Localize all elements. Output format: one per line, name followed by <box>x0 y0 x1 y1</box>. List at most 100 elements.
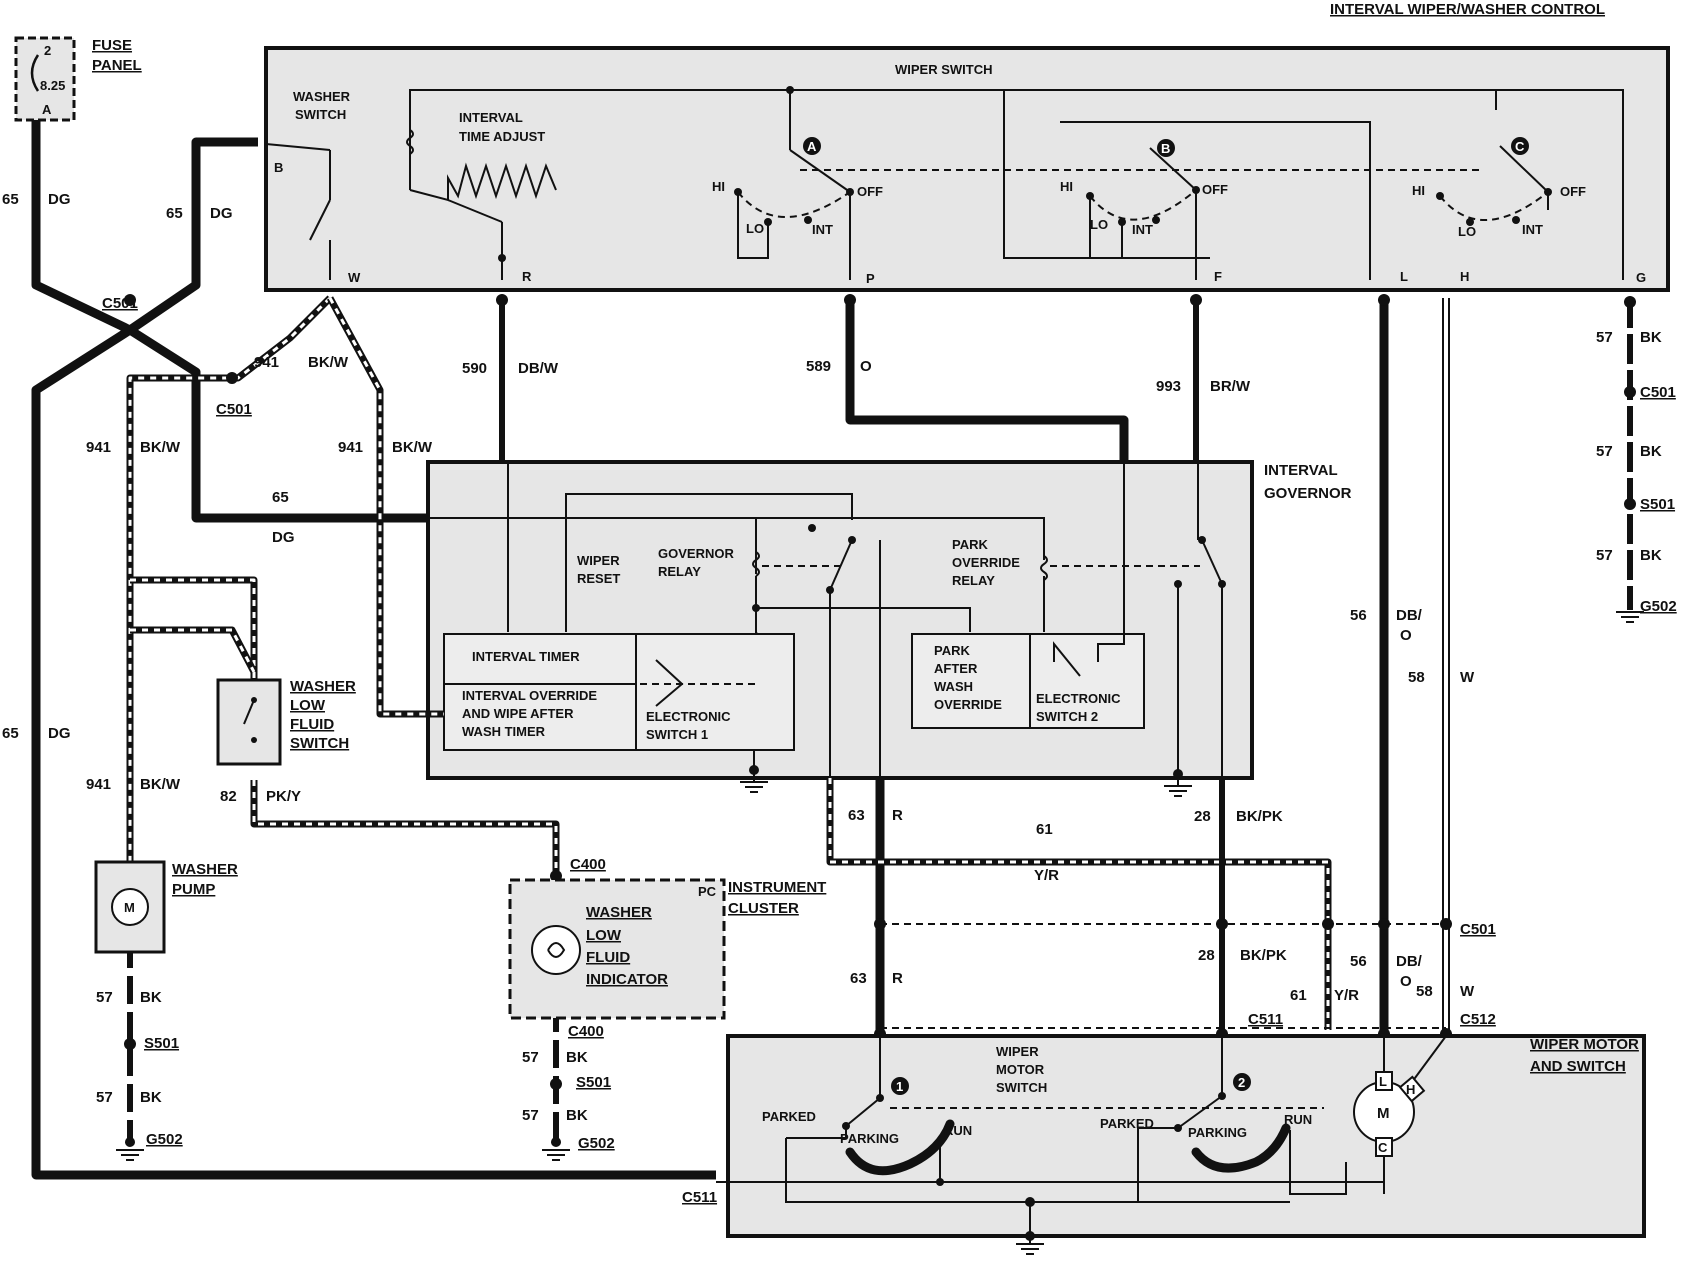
c65-num-3: 65 <box>272 489 289 506</box>
wiper-switch-label: WIPER SWITCH <box>895 62 993 77</box>
s501-label-cluster: S501 <box>576 1074 611 1091</box>
switch-b-off: OFF <box>1202 182 1228 197</box>
c28-num-1: 28 <box>1194 808 1211 825</box>
c56-color-2a: DB/ <box>1396 953 1423 970</box>
indicator-lamp-icon <box>531 925 581 975</box>
wiper-motor-switch-1: WIPER <box>996 1044 1039 1059</box>
wire-589-o <box>845 298 1129 462</box>
c589-num: 589 <box>806 358 831 375</box>
motor-run-2: RUN <box>1284 1112 1312 1127</box>
contact-a-label: A <box>807 139 817 154</box>
fuse-pin-top: 2 <box>44 43 51 58</box>
park-after-wash-4: OVERRIDE <box>934 697 1002 712</box>
c941-num-4: 941 <box>86 776 111 793</box>
ground-icon <box>1016 1231 1044 1255</box>
c61-num-2: 61 <box>1290 987 1307 1004</box>
interval-governor-label-2: GOVERNOR <box>1264 485 1352 502</box>
c501-label-mid: C501 <box>1460 921 1496 938</box>
c941-color-3: BK/W <box>392 439 433 456</box>
c65-color-4: DG <box>48 725 71 742</box>
ground-icon <box>1164 769 1192 797</box>
switch-a-int: INT <box>812 222 833 237</box>
c28-color-1: BK/PK <box>1236 808 1283 825</box>
instrument-cluster-label-2: CLUSTER <box>728 900 799 917</box>
electronic-switch-1-a: ELECTRONIC <box>646 709 731 724</box>
ground-icon <box>542 1137 570 1161</box>
c57-num-r2: 57 <box>1596 443 1613 460</box>
c61-color-1: Y/R <box>1034 867 1059 884</box>
c57-num-r3: 57 <box>1596 547 1613 564</box>
c28-color-2: BK/PK <box>1240 947 1287 964</box>
wiper-motor-label-1: WIPER MOTOR <box>1530 1036 1639 1053</box>
c941-num-1: 941 <box>254 354 279 371</box>
c61-color-2: Y/R <box>1334 987 1359 1004</box>
contact-b-label: B <box>1161 141 1170 156</box>
governor-internal-wiring <box>428 462 1226 800</box>
c82-num: 82 <box>220 788 237 805</box>
motor-contact-1: 1 <box>896 1079 903 1094</box>
contact-c-label: C <box>1515 139 1525 154</box>
c63-num-2: 63 <box>850 970 867 987</box>
c57-color-c2: BK <box>566 1107 588 1124</box>
c993-num: 993 <box>1156 378 1181 395</box>
fuse-pin-bottom: A <box>42 102 52 117</box>
c58-color-2: W <box>1460 983 1475 1000</box>
c941-color-4: BK/W <box>140 776 181 793</box>
c57-color-r2: BK <box>1640 443 1662 460</box>
c941-color-2: BK/W <box>140 439 181 456</box>
c65-num-4: 65 <box>2 725 19 742</box>
wiper-motor-switch-3: SWITCH <box>996 1080 1047 1095</box>
c400-label-bottom: C400 <box>568 1023 604 1040</box>
c400-label-top: C400 <box>570 856 606 873</box>
indicator-label-3: FLUID <box>586 949 630 966</box>
c57-num-p1: 57 <box>96 989 113 1006</box>
electronic-switch-2-b: SWITCH 2 <box>1036 709 1098 724</box>
governor-relay-2: RELAY <box>658 564 701 579</box>
wiper-motor-pin-l: L <box>1379 1074 1387 1089</box>
fuse-panel: 2 8.25 A <box>14 36 76 122</box>
interval-time-adjust-label-1: INTERVAL <box>459 110 523 125</box>
pump-motor-symbol: M <box>124 900 135 915</box>
g502-label-right: G502 <box>1640 598 1677 615</box>
wire-82-pky <box>250 780 560 872</box>
c65-num-1: 65 <box>2 191 19 208</box>
c941-num-2: 941 <box>86 439 111 456</box>
park-after-wash-1: PARK <box>934 643 970 658</box>
c501-label-left-2: C501 <box>216 401 252 418</box>
c56-color-1b: O <box>1400 627 1412 644</box>
switch-lever-icon <box>243 699 255 725</box>
c57-color-p2: BK <box>140 1089 162 1106</box>
park-override-relay-3: RELAY <box>952 573 995 588</box>
c941-color-1: BK/W <box>308 354 349 371</box>
washer-switch-label-2: SWITCH <box>295 107 346 122</box>
c511-label-bottom: C511 <box>682 1189 717 1206</box>
c82-color: PK/Y <box>266 788 301 805</box>
instrument-cluster-pc: PC <box>698 884 717 899</box>
c65-num-2: 65 <box>166 205 183 222</box>
c63-color-1: R <box>892 807 903 824</box>
c56-num-2: 56 <box>1350 953 1367 970</box>
instrument-cluster-label-1: INSTRUMENT <box>728 879 826 896</box>
switch-c-off: OFF <box>1560 184 1586 199</box>
interval-override-1: INTERVAL OVERRIDE <box>462 688 597 703</box>
washer-pump-label-2: PUMP <box>172 881 215 898</box>
park-override-relay-2: OVERRIDE <box>952 555 1020 570</box>
pin-p: P <box>866 271 875 286</box>
c57-num-r1: 57 <box>1596 329 1613 346</box>
interval-time-adjust-label-2: TIME ADJUST <box>459 129 545 144</box>
c590-num: 590 <box>462 360 487 377</box>
c65-color-3: DG <box>272 529 295 546</box>
motor-parked-1: PARKED <box>762 1109 816 1124</box>
motor-contact-2-marker <box>1233 1073 1251 1091</box>
fuse-panel-label-1: FUSE <box>92 37 132 54</box>
c590-color: DB/W <box>518 360 559 377</box>
pin-f: F <box>1214 269 1222 284</box>
c57-color-r3: BK <box>1640 547 1662 564</box>
washer-low-fluid-switch-1: WASHER <box>290 678 356 695</box>
washer-low-fluid-switch-2: LOW <box>290 697 326 714</box>
c56-color-2b: O <box>1400 973 1412 990</box>
c57-color-c1: BK <box>566 1049 588 1066</box>
fuse-panel-label-2: PANEL <box>92 57 142 74</box>
governor-relay-1: GOVERNOR <box>658 546 734 561</box>
